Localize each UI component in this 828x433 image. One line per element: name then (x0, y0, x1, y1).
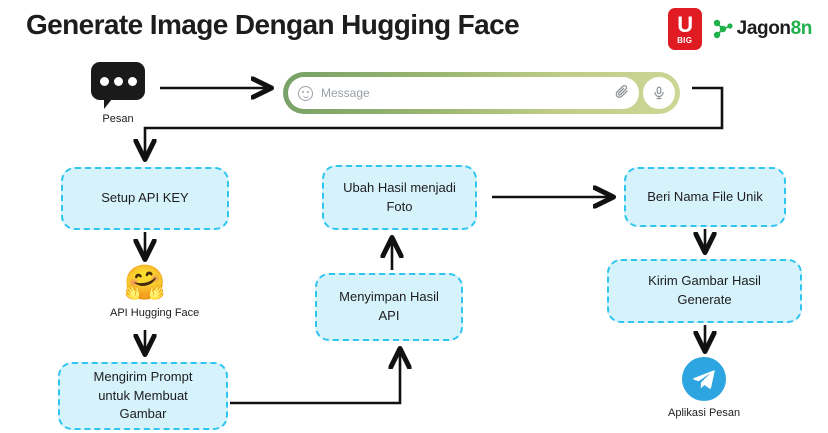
node-network-icon (713, 19, 733, 39)
ubig-sublabel: BIG (677, 35, 693, 45)
flow-step-label: Mengirim Prompt untuk Membuat Gambar (94, 368, 193, 425)
line-2: untuk Membuat (98, 387, 188, 403)
flow-step-label: Setup API KEY (101, 190, 189, 206)
node-telegram: Aplikasi Pesan (668, 357, 740, 419)
flow-step-label: Ubah Hasil menjadi Foto (343, 179, 456, 217)
line-1: Ubah Hasil menjadi (343, 179, 456, 195)
ubig-letter: U (677, 11, 693, 37)
flow-step-beri-nama-file-unik[interactable]: Beri Nama File Unik (624, 167, 786, 227)
flow-step-mengirim-prompt[interactable]: Mengirim Prompt untuk Membuat Gambar (58, 362, 228, 430)
node-hugging-face: 🤗 API Hugging Face (110, 264, 200, 319)
bubble-dot (99, 76, 109, 86)
telegram-icon (682, 357, 726, 401)
node-pesan: Pesan (88, 62, 148, 125)
jagon8n-logo: Jagon8n (712, 18, 812, 40)
line-2: Foto (386, 198, 413, 214)
line-2: API (378, 308, 400, 323)
line-1: Kirim Gambar Hasil (648, 273, 761, 289)
flow-step-kirim-gambar-hasil-generate[interactable]: Kirim Gambar Hasil Generate (607, 259, 802, 323)
smiley-icon[interactable] (298, 85, 313, 101)
line-2: Generate (677, 292, 732, 307)
microphone-icon[interactable] (643, 77, 675, 109)
jagon-accent: 8n (790, 18, 813, 39)
line-3: Gambar (119, 406, 167, 422)
bubble-dot (127, 76, 137, 86)
node-telegram-label: Aplikasi Pesan (668, 407, 741, 419)
flow-step-ubah-hasil-menjadi-foto[interactable]: Ubah Hasil menjadi Foto (322, 165, 477, 230)
paperclip-icon[interactable] (614, 83, 629, 103)
line-1: Mengirim Prompt (93, 368, 193, 384)
line-1: Menyimpan Hasil (339, 289, 439, 305)
jagon8n-text: Jagon8n (736, 18, 813, 40)
flow-step-label: Menyimpan Hasil API (339, 288, 439, 326)
ubig-logo-icon: U BIG (667, 8, 702, 50)
hugging-face-emoji-icon: 🤗 (123, 264, 167, 302)
bubble-dot (113, 76, 123, 86)
node-hugging-face-label: API Hugging Face (110, 307, 200, 319)
message-input-bar[interactable]: Message (283, 72, 680, 114)
flow-step-label: Kirim Gambar Hasil Generate (648, 272, 761, 310)
flow-step-label: Beri Nama File Unik (647, 188, 763, 204)
message-input-field[interactable]: Message (288, 77, 639, 109)
chat-bubble-icon (91, 62, 145, 109)
page-title: Generate Image Dengan Hugging Face (26, 9, 520, 40)
flow-step-setup-api-key[interactable]: Setup API KEY (61, 167, 229, 230)
brand-logos: U BIG Jagon8n (667, 8, 812, 50)
paper-plane-glyph (693, 370, 715, 389)
message-placeholder: Message (321, 86, 370, 100)
node-pesan-label: Pesan (102, 113, 134, 125)
jagon-main: Jagon (736, 18, 791, 39)
flow-step-menyimpan-hasil-api[interactable]: Menyimpan Hasil API (315, 273, 463, 341)
